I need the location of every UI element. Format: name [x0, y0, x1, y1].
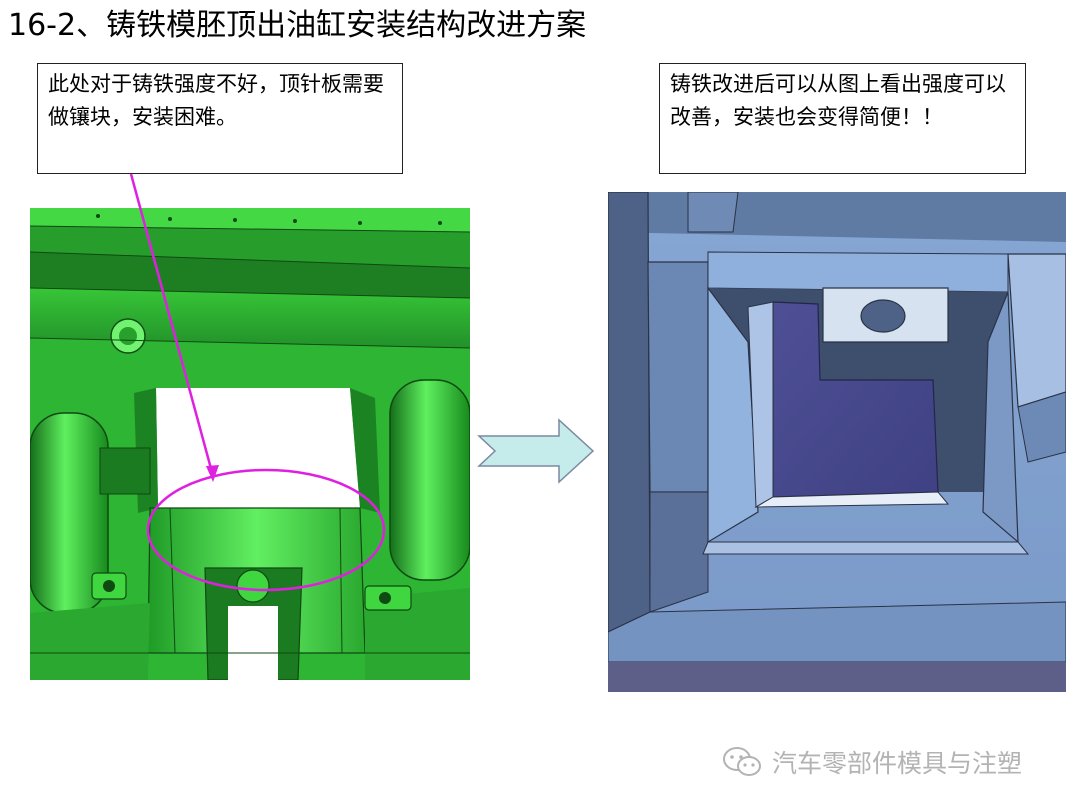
watermark: 汽车零部件模具与注塑: [722, 742, 1022, 782]
callout-before: 此处对于铸铁强度不好，顶针板需要做镶块，安装困难。: [37, 63, 403, 174]
callout-after: 铸铁改进后可以从图上看出强度可以改善，安装也会变得简便！！: [659, 63, 1026, 174]
arrow-icon: [477, 418, 595, 484]
watermark-text: 汽车零部件模具与注塑: [772, 749, 1023, 778]
before-model-image: [30, 208, 470, 680]
after-model-image: [608, 192, 1066, 692]
wechat-icon: [723, 747, 761, 776]
slide-title: 16-2、铸铁模胚顶出油缸安装结构改进方案: [8, 8, 587, 43]
